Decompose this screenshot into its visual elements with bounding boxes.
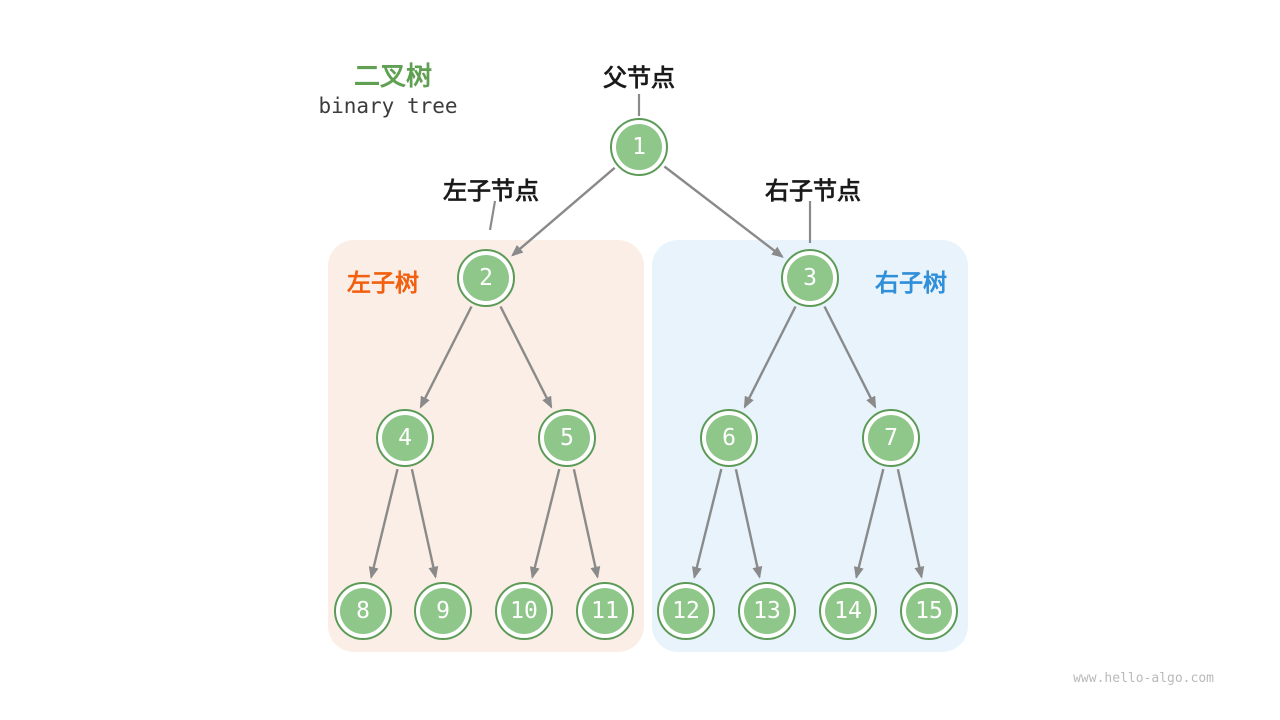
tree-node-value: 5 (544, 415, 590, 461)
tree-node-value: 12 (663, 588, 709, 634)
edge-7-14 (853, 468, 885, 579)
tree-node-value: 2 (463, 255, 509, 301)
tree-node-9: 9 (414, 582, 472, 640)
tree-node-value: 6 (706, 415, 752, 461)
tree-node-1: 1 (610, 118, 668, 176)
tree-node-3: 3 (781, 249, 839, 307)
tree-node-value: 3 (787, 255, 833, 301)
tree-node-15: 15 (900, 582, 958, 640)
tree-node-value: 15 (906, 588, 952, 634)
watermark: www.hello-algo.com (1073, 671, 1214, 686)
tree-node-2: 2 (457, 249, 515, 307)
edge-1-3 (663, 165, 784, 258)
tree-node-value: 11 (582, 588, 628, 634)
tree-node-value: 9 (420, 588, 466, 634)
tree-node-8: 8 (334, 582, 392, 640)
edge-1-2 (511, 166, 616, 257)
right-subtree-label: 右子树 (875, 270, 947, 297)
edge-7-15 (896, 469, 925, 579)
tree-node-10: 10 (495, 582, 553, 640)
edge-3-6 (743, 305, 797, 409)
edge-6-13 (734, 469, 763, 579)
tree-node-value: 4 (382, 415, 428, 461)
tree-node-14: 14 (819, 582, 877, 640)
tree-node-6: 6 (700, 409, 758, 467)
edge-2-4 (419, 305, 473, 409)
tree-node-5: 5 (538, 409, 596, 467)
left-subtree-label: 左子树 (347, 270, 419, 297)
tree-node-12: 12 (657, 582, 715, 640)
edge-4-8 (368, 468, 399, 579)
left-child-label: 左子节点 (443, 178, 539, 205)
parent-node-label: 父节点 (603, 65, 675, 92)
right-child-label: 右子节点 (765, 178, 861, 205)
edge-5-11 (572, 469, 601, 579)
tree-node-4: 4 (376, 409, 434, 467)
edge-5-10 (529, 468, 561, 579)
tree-node-value: 1 (616, 124, 662, 170)
edge-3-7 (823, 305, 877, 409)
edge-6-12 (691, 468, 723, 579)
edge-2-5 (499, 305, 553, 409)
diagram-title: 二叉树 (353, 61, 433, 91)
diagram-subtitle: binary tree (318, 94, 458, 118)
tree-node-7: 7 (862, 409, 920, 467)
tree-node-value: 14 (825, 588, 871, 634)
tree-node-value: 8 (340, 588, 386, 634)
edge-4-9 (410, 469, 439, 579)
tree-node-11: 11 (576, 582, 634, 640)
tree-node-value: 13 (744, 588, 790, 634)
tree-node-13: 13 (738, 582, 796, 640)
tree-node-value: 7 (868, 415, 914, 461)
label-pointer-line-1 (488, 200, 497, 231)
tree-node-value: 10 (501, 588, 547, 634)
